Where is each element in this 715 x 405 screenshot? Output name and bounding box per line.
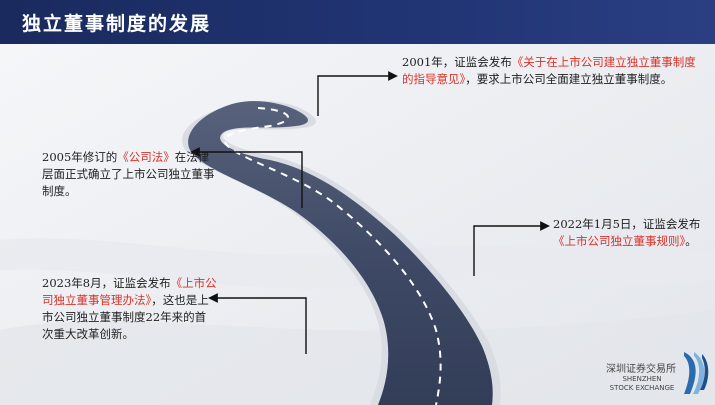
- note-2022: 2022年1月5日，证监会发布《上市公司独立董事规则》。: [553, 216, 703, 250]
- note-2023-post: ，这也是上市公司独立董事制度22年来的首次重大改革创新。: [42, 293, 209, 341]
- note-2001-pre: 2001年，证监会发布: [402, 55, 512, 69]
- arrow-2023: [208, 293, 307, 354]
- note-2001: 2001年，证监会发布《关于在上市公司建立独立董事制度的指导意见》，要求上市公司…: [402, 54, 702, 88]
- note-2005-post: 在法律层面正式确立了上市公司独立董事制度。: [42, 150, 215, 198]
- note-2022-pre: 2022年1月5日，证监会发布: [553, 217, 701, 231]
- road-center-line: [223, 107, 442, 405]
- page-title: 独立董事制度的发展: [22, 13, 212, 35]
- note-2005: 2005年修订的《公司法》在法律层面正式确立了上市公司独立董事制度。: [42, 149, 217, 200]
- logo-english-line2: STOCK EXCHANGE: [609, 384, 675, 392]
- logo-chinese-name: 深圳证券交易所: [606, 364, 676, 375]
- logo-english-name: SHENZHEN STOCK EXCHANGE: [606, 375, 678, 393]
- road-surface: [188, 101, 493, 405]
- logo-english-line1: SHENZHEN: [622, 375, 662, 383]
- note-2023-doc: 《上市公司独立董事管理办法》: [42, 276, 217, 307]
- note-2022-post: 。: [685, 234, 697, 248]
- arrow-2001: [317, 71, 398, 116]
- arrow-2022: [473, 221, 550, 276]
- note-2005-doc: 《公司法》: [117, 150, 175, 164]
- note-2023-pre: 2023年8月，证监会发布: [42, 276, 171, 290]
- arrow-2005: [190, 147, 303, 208]
- szse-emblem-icon: [684, 352, 709, 394]
- note-2001-doc: 《关于在上市公司建立独立董事制度的指导意见》: [402, 55, 696, 86]
- szse-logo: 深圳证券交易所 SHENZHEN STOCK EXCHANGE: [606, 348, 711, 403]
- note-2005-pre: 2005年修订的: [42, 150, 118, 164]
- title-bar: 独立董事制度的发展: [0, 0, 715, 44]
- note-2023: 2023年8月，证监会发布《上市公司独立董事管理办法》，这也是上市公司独立董事制…: [42, 275, 217, 343]
- note-2001-post: ，要求上市公司全面建立独立董事制度。: [465, 72, 673, 86]
- note-2022-doc: 《上市公司独立董事规则》: [553, 234, 686, 248]
